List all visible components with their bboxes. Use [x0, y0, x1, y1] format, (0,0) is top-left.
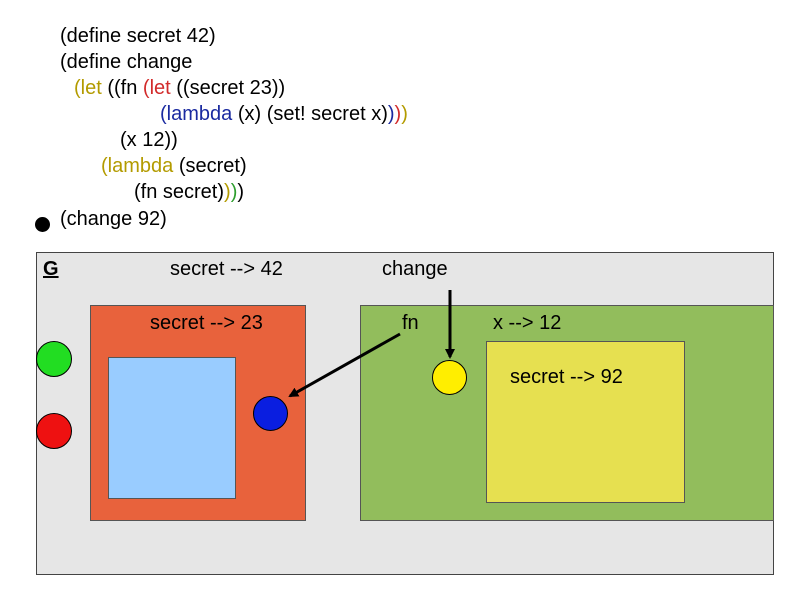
fn-binding-label: fn — [402, 312, 419, 334]
code-line-6: (lambda (secret) — [101, 155, 247, 177]
red-dot — [36, 413, 72, 449]
call-frame-yellow — [486, 341, 685, 503]
global-frame-label: G — [43, 258, 59, 280]
code-line-8: (change 92) — [60, 208, 167, 230]
code-line-3: (let ((fn (let ((secret 23)) — [74, 77, 286, 99]
x-binding: x --> 12 — [493, 312, 562, 334]
code-line-4: (lambda (x) (set! secret x)))) — [160, 103, 408, 125]
current-line-marker-icon — [35, 217, 50, 232]
inner-frame-light-blue — [108, 357, 236, 499]
code-line-1: (define secret 42) — [60, 25, 216, 47]
code-line-2: (define change — [60, 51, 193, 73]
global-secret-binding: secret --> 42 — [170, 258, 283, 280]
blue-dot — [253, 396, 288, 431]
code-line-5: (x 12)) — [120, 129, 178, 151]
green-dot — [36, 341, 72, 377]
orange-secret-binding: secret --> 23 — [150, 312, 263, 334]
yellow-secret-binding: secret --> 92 — [510, 366, 623, 388]
yellow-dot — [432, 360, 467, 395]
change-binding-label: change — [382, 258, 448, 280]
code-line-7: (fn secret)))) — [134, 181, 245, 203]
